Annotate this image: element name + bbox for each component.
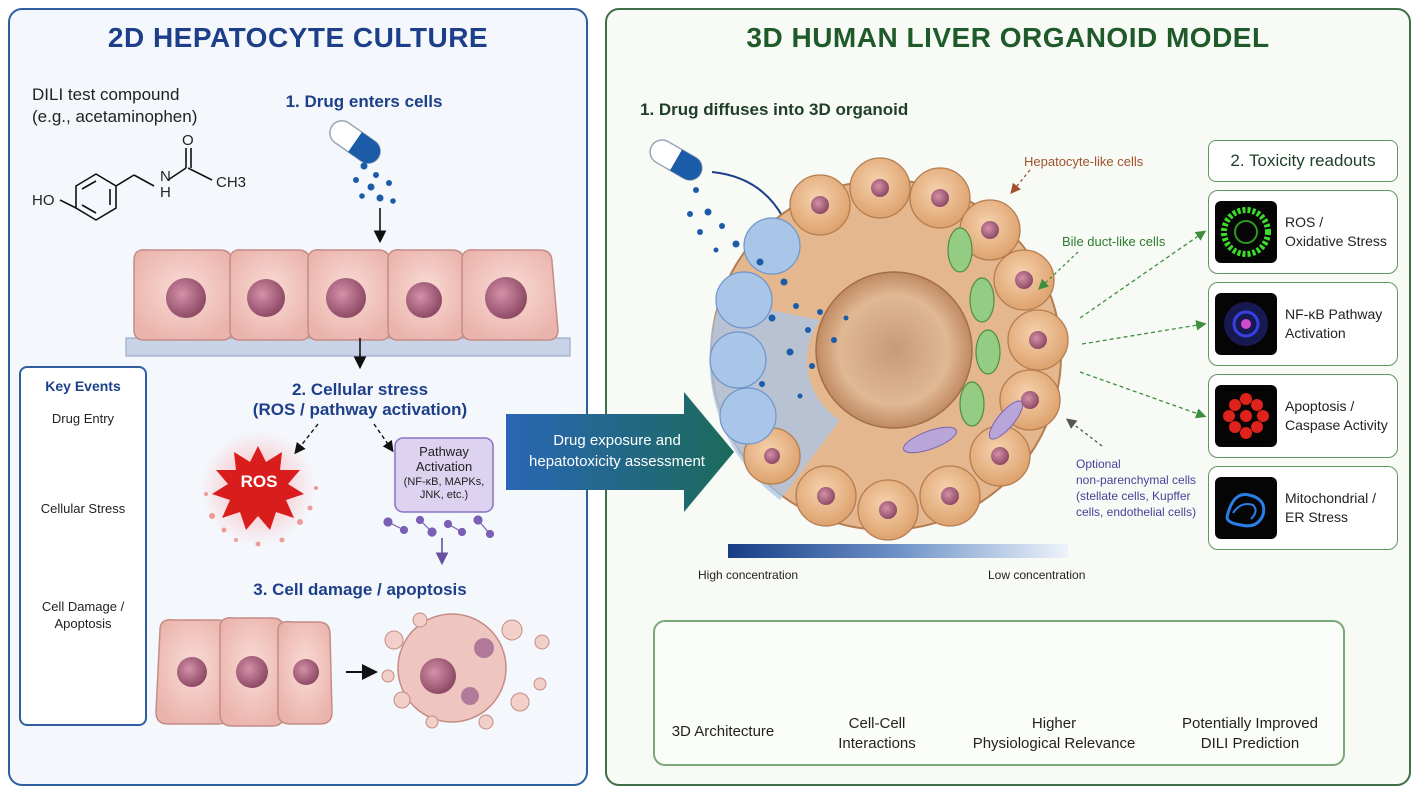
pathway-title: Pathway Activation (415, 444, 473, 474)
gradient-high-label: High concentration (698, 568, 799, 582)
acetaminophen-structure (59, 148, 213, 221)
exposure-arrow-label: Drug exposure and hepatotoxicity assessm… (529, 432, 705, 470)
apoptotic-cell-cluster (381, 612, 550, 730)
readout-label: NF-κB Pathway Activation (1285, 306, 1383, 341)
left-step-3: 3. Cell damage / apoptosis (253, 580, 467, 599)
left-step-2-detail: (ROS / pathway activation) (252, 400, 468, 419)
pathway-detail: (NF-κB, MAPKs, JNK, etc.) (403, 476, 485, 501)
annotation-hepatocyte: Hepatocyte-like cells (1024, 154, 1144, 169)
chem-n: N (160, 168, 171, 185)
benefit-physiological: Higher Physiological Relevance (972, 715, 1136, 752)
fluorescence-pattern (1224, 302, 1268, 346)
readout-card-ros: ROS / Oxidative Stress (1208, 190, 1398, 274)
annotation-bile-duct: Bile duct-like cells (1062, 234, 1166, 249)
fluorescence-pattern (1221, 207, 1271, 257)
pathway-molecules (383, 515, 495, 539)
readouts-title: 2. Toxicity readouts (1230, 151, 1376, 170)
key-event-cell-damage: Cell Damage / Apoptosis (41, 599, 125, 631)
concentration-gradient-bar (728, 544, 1068, 558)
benefit-3d-architecture: 3D Architecture (671, 723, 775, 740)
chem-ho: HO (32, 192, 55, 209)
left-step-1: 1. Drug enters cells (285, 92, 443, 111)
annotation-optional-cells: Optional non-parenchymal cells (stellate… (1076, 457, 1197, 519)
readout-card-nfkb: NF-κB Pathway Activation (1208, 282, 1398, 366)
benefits-box (653, 620, 1345, 766)
gradient-low-label: Low concentration (988, 568, 1086, 582)
caspase-fluorescence-icon (1215, 385, 1277, 447)
ros-burst-icon (200, 430, 318, 547)
compound-label: DILI test compound (e.g., acetaminophen) (32, 85, 198, 126)
left-step-2: 2. Cellular stress (291, 380, 429, 399)
readouts-header: 2. Toxicity readouts (1208, 140, 1398, 182)
key-events-title: Key Events (45, 378, 121, 394)
drug-capsule-right-icon (649, 139, 703, 181)
key-event-ros-badge: ROS (50, 542, 70, 552)
ros-fluorescence-icon (1215, 201, 1277, 263)
drug-particles-right (687, 187, 740, 253)
readout-card-apoptosis: Apoptosis / Caspase Activity (1208, 374, 1398, 458)
liver-organoid (709, 157, 1069, 541)
key-event-cellular-stress: Cellular Stress (40, 501, 126, 516)
healthy-cell-group (155, 616, 333, 727)
chem-h: H (160, 184, 171, 201)
right-step-1: 1. Drug diffuses into 3D organoid (640, 100, 909, 119)
nfkb-fluorescence-icon (1215, 293, 1277, 355)
key-event-drug-entry: Drug Entry (51, 411, 115, 426)
fluorescence-pattern (1225, 492, 1266, 528)
left-panel-title: 2D HEPATOCYTE CULTURE (107, 22, 489, 53)
chem-ch3: CH3 (216, 174, 247, 191)
pathway-activation-box (394, 437, 494, 513)
readout-label: ROS / Oxidative Stress (1285, 214, 1387, 249)
key-events-box: Key Events Drug Entry Cellular Stress RO… (19, 366, 147, 726)
readout-label: Mitochondrial / ER Stress (1285, 490, 1377, 525)
ros-label: ROS (240, 472, 278, 491)
fluorescence-pattern (1223, 393, 1269, 439)
hepatocyte-monolayer (133, 248, 559, 341)
mitochondria-fluorescence-icon (1215, 477, 1277, 539)
right-panel-title: 3D HUMAN LIVER ORGANOID MODEL (746, 22, 1270, 53)
drug-capsule-icon (329, 120, 381, 164)
readout-card-mitochondria: Mitochondrial / ER Stress (1208, 466, 1398, 550)
chem-o: O (182, 132, 194, 149)
benefit-dili-prediction: Potentially Improved DILI Prediction (1182, 715, 1318, 752)
exposure-arrow (506, 392, 734, 512)
readout-label: Apoptosis / Caspase Activity (1285, 398, 1388, 433)
benefit-cell-cell: Cell-Cell Interactions (838, 715, 916, 752)
drug-particles-left (353, 162, 396, 204)
